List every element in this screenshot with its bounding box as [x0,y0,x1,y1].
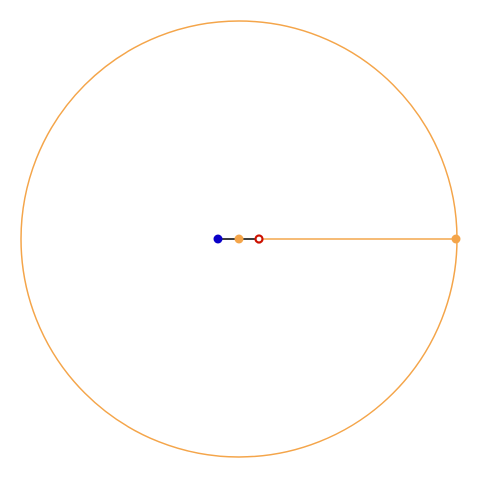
edge-point-icon[interactable] [451,234,461,244]
red-ring-point-icon[interactable] [254,234,264,244]
blue-point-icon[interactable] [213,234,223,244]
orange-center-point-icon[interactable] [234,234,244,244]
